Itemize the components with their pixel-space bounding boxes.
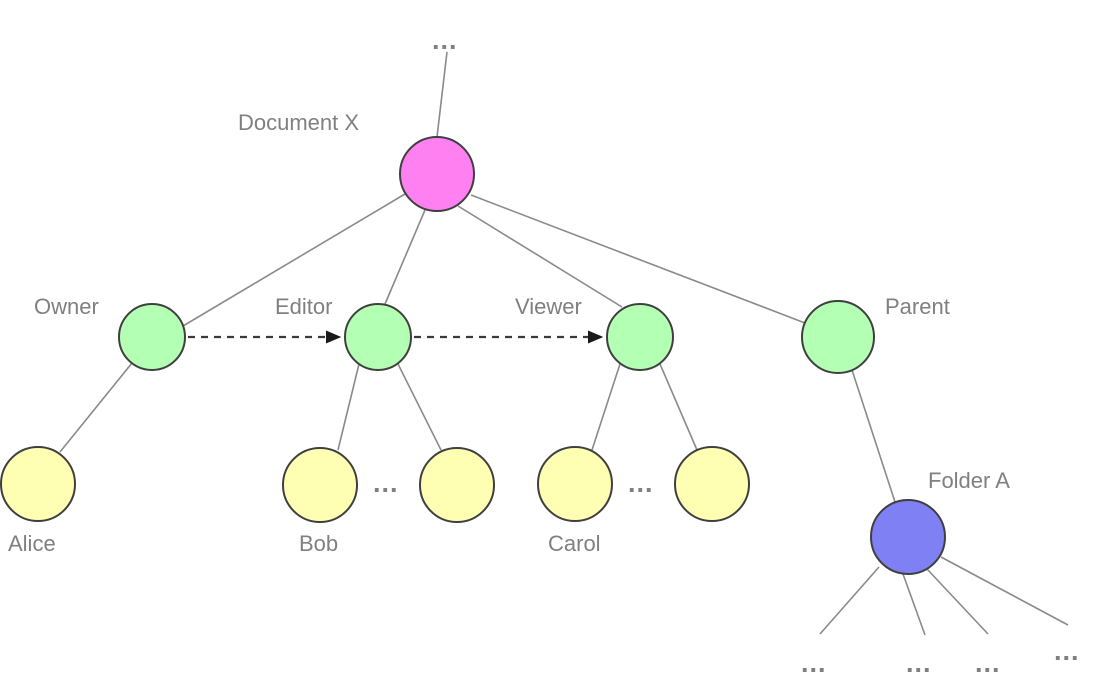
node-parent[interactable] [801,300,875,374]
node-alice[interactable] [0,446,76,522]
ellipsis-folder-child-4-icon[interactable]: ... [1054,636,1080,666]
edge-folder-a-to-folder-child-1 [819,566,880,635]
node-editor-user-2[interactable] [419,447,495,523]
ellipsis-viewer-users-icon[interactable]: ... [628,468,654,498]
edge-viewer-to-carol [591,363,621,451]
node-label-owner: Owner [34,294,99,319]
edge-folder-a-to-folder-child-2 [902,573,926,636]
node-label-alice: Alice [8,531,56,556]
node-layer [0,136,946,575]
node-label-viewer: Viewer [515,294,582,319]
node-label-bob: Bob [299,531,339,556]
edge-folder-a-to-folder-child-4 [940,556,1069,626]
node-label-parent: Parent [885,294,950,319]
edge-editor-to-editor-user-2 [397,363,442,451]
node-carol[interactable] [537,446,613,522]
ellipsis-folder-child-2-icon[interactable]: ... [906,648,932,678]
edge-document-x-to-editor [384,209,426,305]
node-viewer[interactable] [606,303,674,371]
node-document-x[interactable] [399,136,475,212]
node-owner[interactable] [118,303,186,371]
edge-document-x-top-stub-to-ellipsis-top [436,51,448,138]
node-label-folder-a: Folder A [928,468,1010,493]
ellipsis-top-icon[interactable]: ... [432,25,458,55]
node-label-editor: Editor [275,294,333,319]
node-viewer-user-2[interactable] [674,446,750,522]
edge-viewer-to-viewer-user-2 [659,363,698,451]
node-bob[interactable] [282,447,358,523]
node-folder-a[interactable] [870,499,946,575]
edge-parent-to-folder-a [851,369,896,503]
node-label-carol: Carol [548,531,601,556]
node-editor[interactable] [344,303,412,371]
edge-document-x-to-owner [182,193,406,327]
edge-layer [59,51,1069,636]
edge-folder-a-to-folder-child-3 [926,568,989,635]
edge-document-x-to-viewer [457,205,623,308]
edge-document-x-to-parent [470,194,806,324]
ellipsis-editor-users-icon[interactable]: ... [373,468,399,498]
edge-owner-to-alice [59,362,133,453]
ellipsis-folder-child-3-icon[interactable]: ... [975,648,1001,678]
node-label-document-x: Document X [238,110,360,135]
edge-editor-to-bob [337,363,360,451]
ellipsis-folder-child-1-icon[interactable]: ... [801,648,827,678]
